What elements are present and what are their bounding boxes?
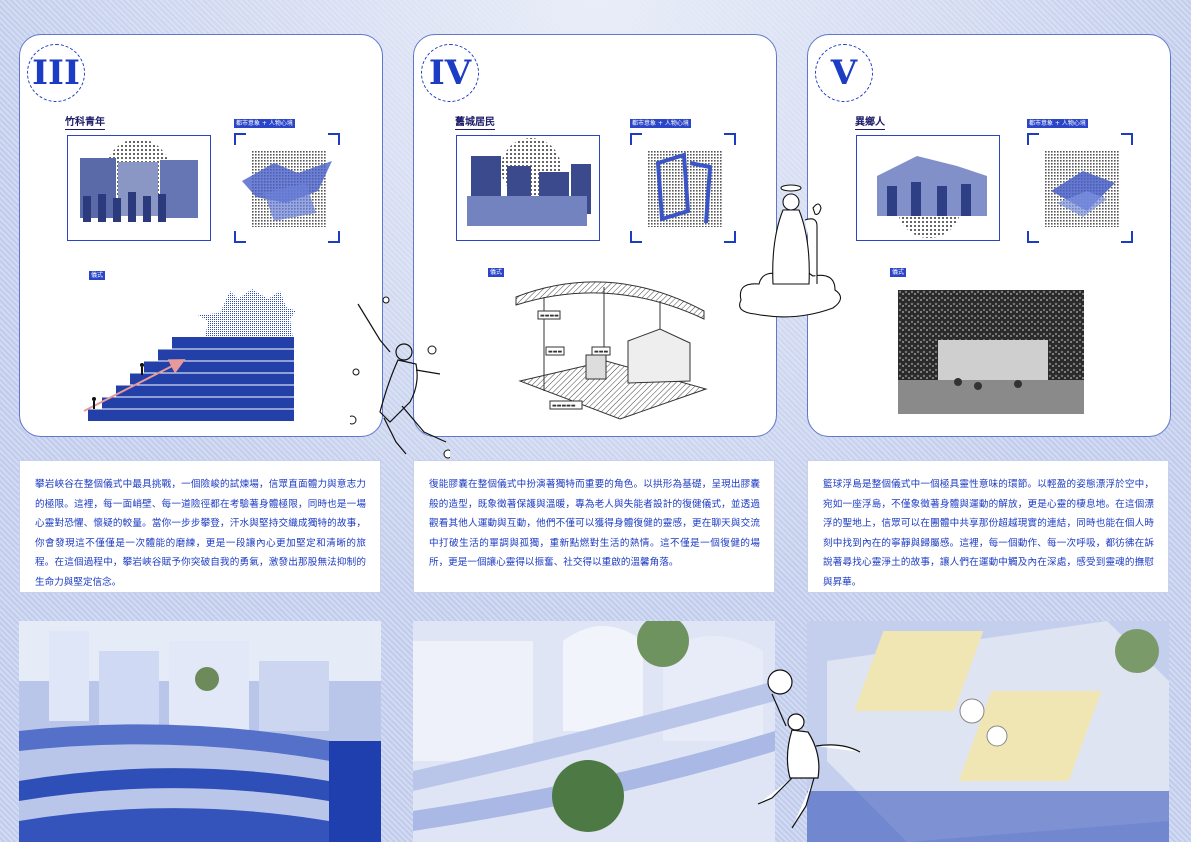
basketball-player-illustration [757, 669, 861, 829]
collage-image [877, 156, 987, 238]
section-numeral: V [815, 44, 873, 102]
diagram-label: ▬▬▬▬ [540, 313, 559, 319]
collage-image [80, 139, 198, 222]
stair-diagram [83, 289, 296, 421]
collage-photo [67, 135, 211, 241]
role-title: 異鄉人 [855, 113, 885, 130]
tag-label-mid: 儀式 [488, 268, 505, 277]
grid-image [1045, 151, 1119, 227]
image-frame [630, 133, 736, 243]
banyan-photo [898, 290, 1084, 414]
diagram-label: ▬▬▬▬▬ [552, 403, 576, 409]
card-iii: III 竹科青年 都市意象 + 人物心境 儀式 [19, 34, 383, 437]
image-frame [1027, 133, 1133, 243]
description-v: 籃球浮島是整個儀式中一個極具靈性意味的環節。以輕盈的姿態漂浮於空中，宛如一座浮島… [807, 460, 1169, 593]
collage-photo [456, 135, 600, 241]
description-iii: 攀岩峽谷在整個儀式中最具挑戰，一個險峻的試煉場，信眾直面體力與意志力的極限。這裡… [19, 460, 381, 593]
render-v [807, 621, 1169, 842]
render-iii [19, 621, 381, 842]
render-image-climbing [19, 621, 381, 842]
section-numeral: III [27, 44, 85, 102]
climber-figure-illustration [350, 296, 450, 459]
section-numeral: IV [421, 44, 479, 102]
description-iv: 復能膠囊在整個儀式中扮演著獨特而重要的角色。以拱形為基礎，呈現出膠囊般的造型，既… [413, 460, 775, 593]
render-iv [413, 621, 775, 842]
deity-on-cloud-illustration [739, 184, 842, 318]
diagram-label: ▬▬▬ [594, 349, 608, 355]
collage-photo [856, 135, 1000, 241]
tag-label-mid: 儀式 [890, 268, 907, 277]
role-title: 舊城居民 [455, 113, 495, 130]
collage-image [467, 138, 591, 226]
card-v: V 異鄉人 都市意象 + 人物心境 儀式 [807, 34, 1171, 437]
capsule-diagram: ▬▬▬▬ ▬▬▬ ▬▬▬ ▬▬▬▬▬ [515, 281, 708, 420]
role-title: 竹科青年 [65, 113, 105, 130]
grid-image [648, 151, 722, 227]
tag-label: 都市意象 + 人物心境 [630, 119, 691, 128]
tag-label: 都市意象 + 人物心境 [1027, 119, 1088, 128]
render-image-basketball [807, 621, 1169, 842]
grid-image [242, 151, 332, 227]
render-image-capsule [413, 621, 775, 842]
tag-label: 都市意象 + 人物心境 [234, 119, 295, 128]
tag-label-mid: 儀式 [89, 271, 106, 280]
card-iv: IV 舊城居民 都市意象 + 人物心境 儀式 [413, 34, 777, 437]
diagram-label: ▬▬▬ [548, 349, 562, 355]
image-frame [234, 133, 340, 243]
